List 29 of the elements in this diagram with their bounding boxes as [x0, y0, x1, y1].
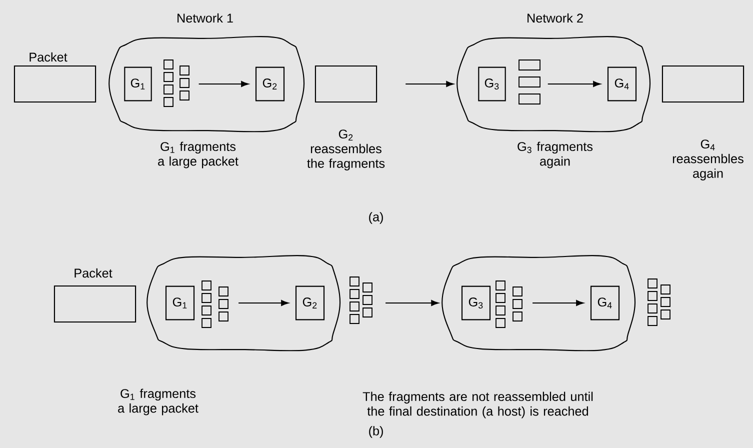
fragment-stack	[648, 278, 670, 326]
gateway-box: G$_{2}$	[255, 66, 285, 102]
caption-text: G$_{1}$ fragments a large packet	[158, 142, 238, 168]
caption-text: G$_{1}$ fragments a large packet	[118, 388, 198, 416]
caption-text: G$_{2}$ reassembles the fragments	[307, 130, 385, 170]
network-cloud	[442, 254, 636, 352]
caption-text: G$_{3}$ fragments again	[518, 142, 593, 168]
heading-text: Packet	[30, 52, 68, 62]
arrow	[406, 81, 454, 87]
gateway-box: G$_{3}$	[461, 286, 491, 320]
gateway-box: G$_{4}$	[590, 286, 620, 320]
gateway-box: G$_{2}$	[295, 286, 325, 320]
heading-text: Network 1	[178, 13, 233, 23]
caption-text: G$_{4}$ reassembles again	[672, 140, 744, 180]
arrow	[532, 300, 584, 306]
note-text: The fragments are not reassembled until the final destination (a host) is reached	[362, 392, 593, 418]
panel-label: (a)	[369, 212, 383, 224]
gateway-box: G$_{4}$	[607, 66, 637, 102]
gateway-box: G$_{3}$	[478, 66, 506, 102]
gateway-box: G$_{1}$	[124, 66, 152, 102]
arrow	[386, 300, 439, 306]
heading-text: Packet	[74, 268, 112, 278]
gateway-box: G$_{1}$	[165, 286, 195, 320]
fragment-stack	[350, 276, 372, 324]
panel-label: (b)	[369, 426, 383, 438]
arrow	[238, 300, 289, 306]
arrow	[548, 81, 601, 87]
heading-text: Network 2	[528, 13, 583, 23]
arrow	[198, 81, 249, 87]
